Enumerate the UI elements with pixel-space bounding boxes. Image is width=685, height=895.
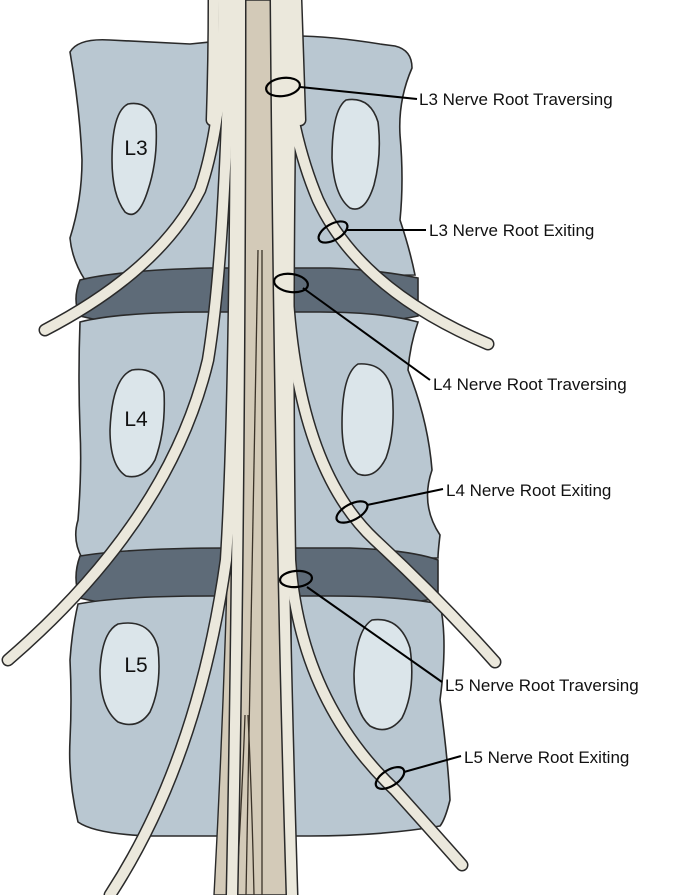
callout-labels: L3 Nerve Root Traversing L3 Nerve Root E…	[419, 90, 639, 767]
label-l5-traversing: L5 Nerve Root Traversing	[445, 676, 639, 695]
leader-l4-traversing	[302, 287, 431, 381]
nerve-root-left-strand-a	[207, 0, 219, 125]
pedicle-l3-left	[111, 102, 158, 216]
nerve-root-l3-left-exiting	[40, 0, 229, 335]
nerve-root-l5-right-exiting	[283, 0, 467, 870]
ring-l3-traversing	[265, 76, 301, 98]
nerve-root-right-strand-a	[291, 0, 305, 125]
nerve-root-l4-left-exiting	[3, 0, 235, 665]
ring-l3-exiting	[317, 220, 349, 244]
label-l3-exiting: L3 Nerve Root Exiting	[429, 221, 594, 240]
pedicle-l3-right	[331, 98, 381, 210]
leader-l3-traversing	[299, 86, 418, 100]
vertebra-label-l4: L4	[124, 408, 148, 431]
cauda-strand	[245, 249, 259, 895]
label-l5-exiting: L5 Nerve Root Exiting	[464, 748, 629, 767]
pedicle-l4-left	[109, 368, 166, 478]
ring-l5-traversing	[278, 569, 314, 589]
pedicle-l5-left	[99, 622, 160, 726]
pedicle-l5-right	[353, 618, 413, 731]
cauda-strand	[247, 714, 255, 895]
leader-l5-exiting	[403, 755, 462, 773]
vertebra-label-l3: L3	[124, 137, 147, 160]
ring-l5-exiting	[374, 766, 406, 790]
callout-markers	[265, 76, 462, 790]
nerve-root-left-strand-b	[227, 0, 245, 895]
nerve-roots-group	[1, 0, 502, 895]
nerve-root-right-strand-b	[271, 0, 297, 895]
leader-l4-exiting	[366, 488, 444, 506]
label-l4-exiting: L4 Nerve Root Exiting	[446, 481, 611, 500]
label-l3-traversing: L3 Nerve Root Traversing	[419, 90, 613, 109]
pedicles-group	[99, 98, 413, 731]
label-l4-traversing: L4 Nerve Root Traversing	[433, 375, 627, 394]
vertebra-label-l5: L5	[124, 654, 147, 677]
leader-l5-traversing	[306, 586, 443, 683]
pedicle-l4-right	[341, 363, 394, 477]
ring-l4-traversing	[273, 272, 309, 294]
